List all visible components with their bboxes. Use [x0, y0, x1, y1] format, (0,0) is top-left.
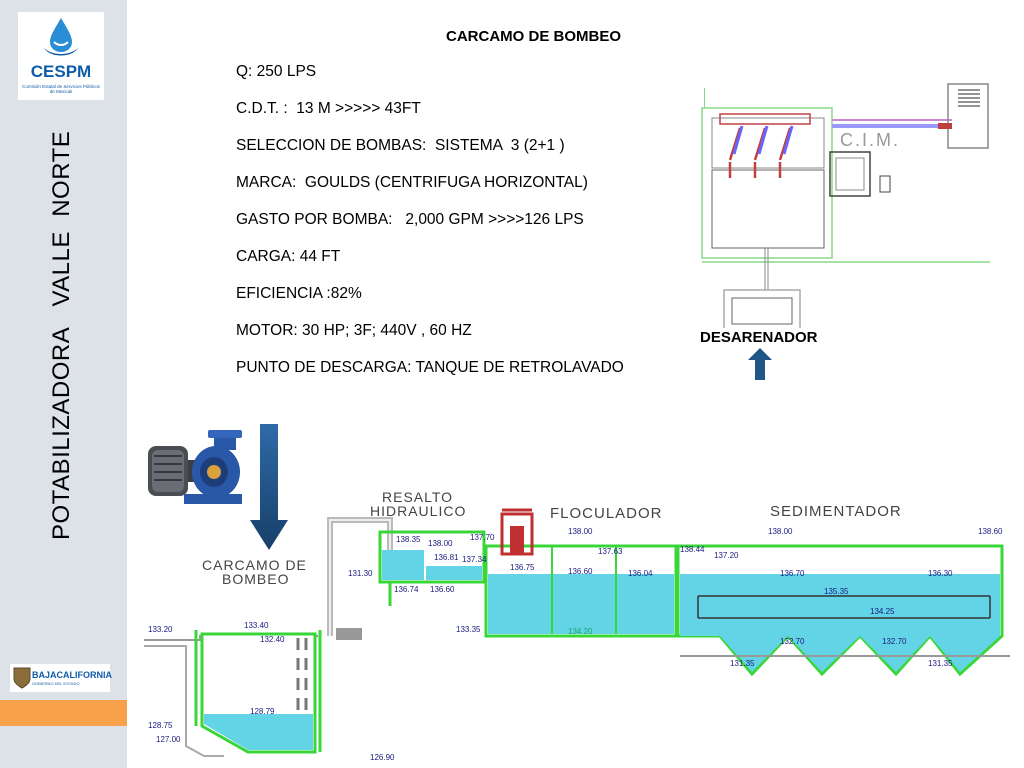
- water-drop-icon: [44, 18, 78, 56]
- elevation-marker: 134.20: [568, 627, 593, 636]
- baja-california-logo: BAJACALIFORNIA GOBIERNO DEL ESTADO: [10, 664, 112, 692]
- arrow-down-icon: [250, 424, 288, 550]
- logo-name: CESPM: [30, 62, 92, 81]
- elevation-marker: 136.04: [628, 569, 653, 578]
- elevation-marker: 138.35: [396, 535, 421, 544]
- elevation-marker: 127.00: [156, 735, 181, 744]
- elevation-marker: 133.35: [456, 625, 481, 634]
- spec-line: C.D.T. : 13 M >>>>> 43FT: [236, 100, 421, 117]
- elevation-marker: 131.35: [928, 659, 953, 668]
- elevation-marker: 137.70: [470, 533, 495, 542]
- shield-icon: [13, 667, 31, 689]
- floculador-label: FLOCULADOR: [550, 505, 663, 522]
- carcamo-label: CARCAMO DE: [202, 557, 307, 573]
- spec-line: MARCA: GOULDS (CENTRIFUGA HORIZONTAL): [236, 174, 588, 191]
- hydraulic-section: CARCAMO DE BOMBEO RESALTO HIDRAULICO FLO…: [144, 489, 1010, 762]
- arrow-up-icon: [748, 348, 772, 380]
- sidebar: CESPM Comisión Estatal de Servicios Públ…: [0, 0, 127, 768]
- elevation-marker: 132.70: [882, 637, 907, 646]
- elevation-marker: 131.30: [348, 569, 373, 578]
- elevation-marker: 136.81: [434, 553, 459, 562]
- elevation-marker: 136.60: [430, 585, 455, 594]
- spec-line: CARGA: 44 FT: [236, 248, 341, 265]
- elevation-marker: 131.35: [730, 659, 755, 668]
- elevation-marker: 138.60: [978, 527, 1003, 536]
- spec-line: GASTO POR BOMBA: 2,000 GPM >>>>126 LPS: [236, 211, 584, 228]
- elevation-marker: 137.34: [462, 555, 487, 564]
- bc-logo-name: BAJACALIFORNIA: [32, 670, 112, 680]
- elevation-marker: 128.79: [250, 707, 275, 716]
- elevation-marker: 136.74: [394, 585, 419, 594]
- cespm-logo: CESPM Comisión Estatal de Servicios Públ…: [18, 12, 104, 100]
- elevation-marker: 137.63: [598, 547, 623, 556]
- bc-logo-sub: GOBIERNO DEL ESTADO: [32, 681, 80, 686]
- elevation-marker: 136.75: [510, 563, 535, 572]
- elevation-marker: 133.40: [244, 621, 269, 630]
- elevation-marker: 132.70: [780, 637, 805, 646]
- elevation-marker: 135.35: [824, 587, 849, 596]
- elevation-marker: 138.44: [680, 545, 705, 554]
- plan-view: C.I.M.: [701, 83, 990, 328]
- spec-line: Q: 250 LPS: [236, 63, 317, 80]
- elevation-marker: 137.20: [714, 551, 739, 560]
- elevation-marker: 138.00: [568, 527, 593, 536]
- elevation-marker: 128.75: [148, 721, 173, 730]
- spec-line: EFICIENCIA :82%: [236, 285, 362, 302]
- pump-image: [148, 430, 242, 504]
- logo-subtitle: Comisión Estatal de Servicios Públicos d…: [22, 84, 100, 94]
- elevation-marker: 138.00: [768, 527, 793, 536]
- resalto-label: RESALTO: [382, 489, 453, 505]
- elevation-marker: 138.00: [428, 539, 453, 548]
- elevation-marker: 126.90: [370, 753, 395, 762]
- desarenador-label: DESARENADOR: [700, 329, 818, 346]
- elevation-marker: 136.70: [780, 569, 805, 578]
- elevation-marker: 134.25: [870, 607, 895, 616]
- elevation-marker: 136.60: [568, 567, 593, 576]
- cim-label: C.I.M.: [840, 130, 900, 150]
- spec-line: MOTOR: 30 HP; 3F; 440V , 60 HZ: [236, 322, 472, 339]
- elevation-marker: 132.40: [260, 635, 285, 644]
- carcamo-label-2: BOMBEO: [222, 571, 289, 587]
- elevation-marker: 136.30: [928, 569, 953, 578]
- accent-bar: [0, 700, 127, 726]
- vertical-title: POTABILIZADORA VALLE NORTE: [48, 130, 75, 540]
- spec-line: SELECCION DE BOMBAS: SISTEMA 3 (2+1 ): [236, 137, 565, 154]
- specs-title: CARCAMO DE BOMBEO: [446, 28, 621, 45]
- sedimentador-label: SEDIMENTADOR: [770, 503, 902, 520]
- resalto-label-2: HIDRAULICO: [370, 503, 466, 519]
- elevation-marker: 133.20: [148, 625, 173, 634]
- spec-line: PUNTO DE DESCARGA: TANQUE DE RETROLAVADO: [236, 359, 624, 376]
